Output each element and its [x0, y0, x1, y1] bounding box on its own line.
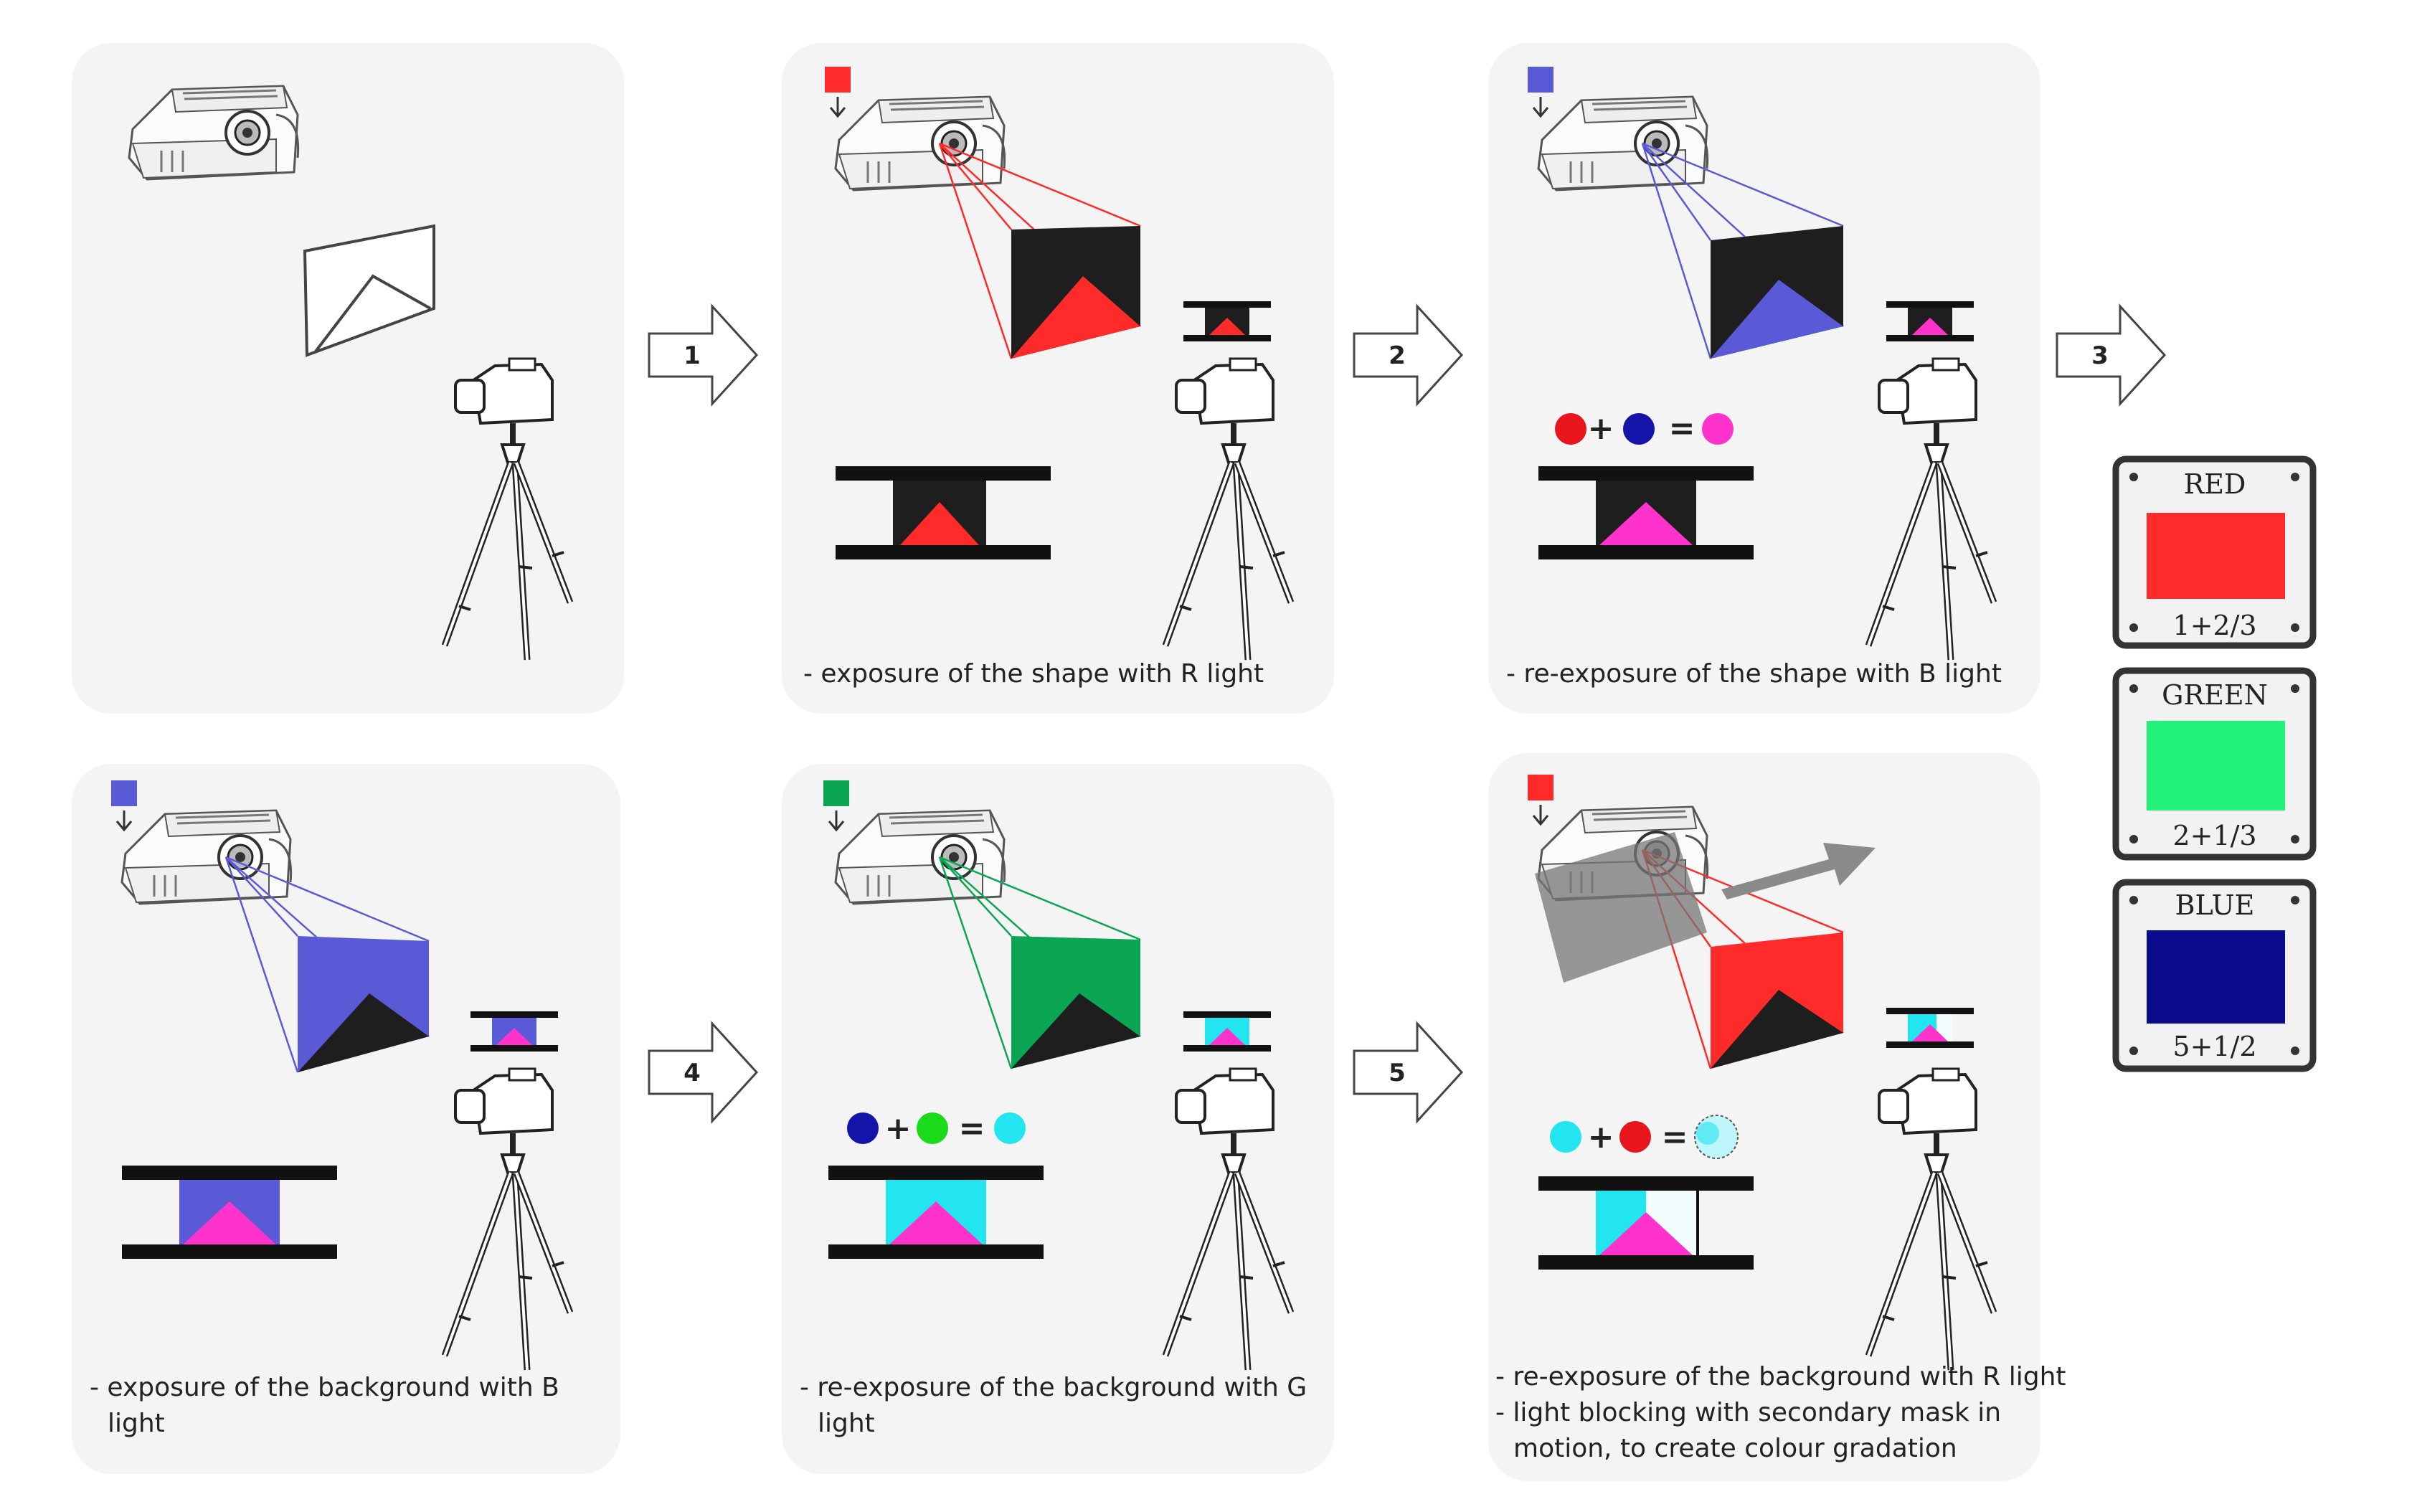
caption-panel-6-line-1: - re-exposure of the background with R l… [1495, 1362, 2066, 1391]
step-arrow-icon [2056, 305, 2166, 405]
slide-exposure: 5+1/2 [2172, 1031, 2256, 1062]
step-label: 5 [1389, 1059, 1406, 1087]
slide-green: GREEN 2+1/3 [2112, 667, 2317, 861]
caption-panel-6-line-3: motion, to create colour gradation [1513, 1434, 1957, 1463]
svg-text:+: + [1588, 410, 1614, 447]
slide-exposure: 1+2/3 [2172, 610, 2256, 641]
motion-arrow-icon [1721, 843, 1876, 899]
filter-square-icon [823, 780, 849, 806]
svg-text:+: + [885, 1110, 912, 1147]
filter-square-icon [111, 780, 137, 806]
step-label: 4 [684, 1059, 701, 1087]
color-mixing-equation: + = [1555, 410, 1734, 447]
slide-label: BLUE [2175, 889, 2255, 921]
step-label: 3 [2091, 341, 2109, 370]
color-mixing-equation: + = [847, 1110, 1026, 1147]
panel-5-green-background: + = [823, 780, 1291, 1370]
small-film-strip [1183, 1011, 1271, 1052]
slide-label: RED [2184, 468, 2246, 500]
small-film-strip [1886, 1008, 1974, 1048]
film-strip-icon [122, 1166, 337, 1259]
step-arrow-icon [648, 305, 758, 405]
step-label: 1 [684, 341, 701, 370]
step-arrow-4: 4 [648, 1022, 758, 1123]
svg-text:=: = [1662, 1119, 1688, 1156]
caption-panel-4-line-2: light [108, 1409, 165, 1438]
panel-6-red-background-gradation: + = [1528, 775, 1994, 1370]
filter-window [2147, 930, 2285, 1024]
step-arrow-icon [1353, 305, 1463, 405]
panel-3-blue-shape: + = [1528, 67, 1994, 660]
film-strip-icon [1538, 466, 1754, 559]
svg-text:=: = [959, 1110, 985, 1147]
step-arrow-5: 5 [1353, 1022, 1463, 1123]
small-film-strip [1886, 301, 1974, 341]
step-arrow-1: 1 [648, 305, 758, 405]
film-strip-icon [1538, 1176, 1754, 1270]
film-strip-icon [836, 466, 1051, 559]
panel-2-red-shape [825, 67, 1291, 660]
rgb-venn-icon [2069, 1108, 2349, 1377]
small-film-strip [470, 1011, 558, 1052]
caption-panel-3: - re-exposure of the shape with B light [1506, 659, 2002, 689]
step-arrow-3: 3 [2056, 305, 2166, 405]
panel-4-blue-background [111, 780, 570, 1370]
step-arrow-icon [1353, 1022, 1463, 1123]
panel-1-setup [128, 85, 570, 660]
secondary-mask [1535, 832, 1707, 983]
slide-red: RED 1+2/3 [2112, 455, 2317, 649]
step-arrow-icon [648, 1022, 758, 1123]
svg-text:+: + [1588, 1119, 1614, 1156]
caption-panel-5-line-1: - re-exposure of the background with G [800, 1373, 1307, 1402]
slide-label: GREEN [2162, 679, 2268, 711]
color-mixing-equation: + = [1550, 1115, 1739, 1159]
caption-panel-2: - exposure of the shape with R light [803, 659, 1264, 689]
film-strip-icon [828, 1166, 1044, 1259]
filter-window [2147, 721, 2285, 811]
filter-square-icon [1528, 775, 1553, 800]
slide-blue: BLUE 5+1/2 [2112, 879, 2317, 1072]
slide-exposure: 2+1/3 [2172, 820, 2256, 851]
filter-window [2147, 513, 2285, 599]
svg-text:=: = [1669, 410, 1696, 447]
step-label: 2 [1389, 341, 1406, 370]
caption-panel-5-line-2: light [818, 1409, 875, 1438]
filter-square-icon [1528, 67, 1553, 93]
caption-panel-4-line-1: - exposure of the background with B [90, 1373, 559, 1402]
small-film-strip [1183, 301, 1271, 341]
caption-panel-6-line-2: - light blocking with secondary mask in [1495, 1398, 2002, 1427]
filter-square-icon [825, 67, 851, 93]
step-arrow-2: 2 [1353, 305, 1463, 405]
